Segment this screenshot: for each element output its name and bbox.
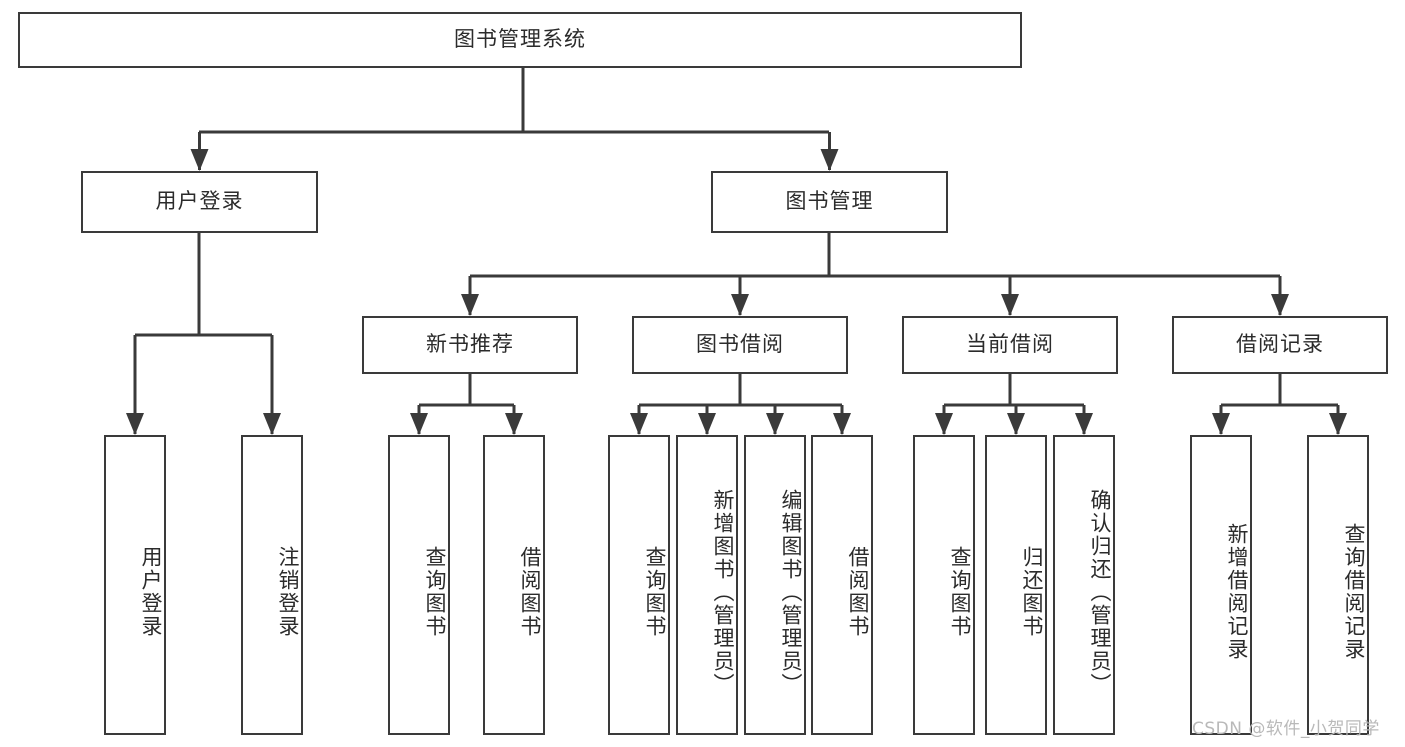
arrowhead-leaf-query-book-1 bbox=[410, 413, 428, 435]
node-root-label: 图书管理系统 bbox=[454, 27, 586, 52]
arrowhead-leaf-return-book bbox=[1007, 413, 1025, 435]
node-borrow-record-label: 借阅记录 bbox=[1236, 332, 1324, 357]
node-current-borrow[interactable]: 当前借阅 bbox=[902, 316, 1118, 374]
arrowhead-current-borrow bbox=[1001, 294, 1019, 316]
node-leaf-add-record-label: 新增借阅记录 bbox=[1225, 523, 1249, 661]
node-leaf-borrow-book-2[interactable]: 借阅图书 bbox=[811, 435, 873, 735]
node-leaf-user-login[interactable]: 用户登录 bbox=[104, 435, 166, 735]
node-leaf-user-logout[interactable]: 注销登录 bbox=[241, 435, 303, 735]
arrowhead-new-book-rec bbox=[461, 294, 479, 316]
arrowhead-leaf-query-book-2 bbox=[630, 413, 648, 435]
arrowhead-leaf-borrow-book-1 bbox=[505, 413, 523, 435]
arrowhead-leaf-query-record bbox=[1329, 413, 1347, 435]
arrowhead-leaf-user-login bbox=[126, 413, 144, 435]
node-book-manage-label: 图书管理 bbox=[785, 189, 874, 214]
node-current-borrow-label: 当前借阅 bbox=[966, 332, 1054, 357]
node-user-login[interactable]: 用户登录 bbox=[81, 171, 318, 233]
node-root[interactable]: 图书管理系统 bbox=[18, 12, 1022, 68]
node-leaf-query-record[interactable]: 查询借阅记录 bbox=[1307, 435, 1369, 735]
arrowhead-leaf-edit-book bbox=[766, 413, 784, 435]
node-leaf-return-book[interactable]: 归还图书 bbox=[985, 435, 1047, 735]
arrowhead-leaf-user-logout bbox=[263, 413, 281, 435]
arrowhead-leaf-borrow-book-2 bbox=[833, 413, 851, 435]
arrowhead-leaf-query-book-3 bbox=[935, 413, 953, 435]
arrowhead-book-borrow bbox=[731, 294, 749, 316]
node-new-book-rec-label: 新书推荐 bbox=[426, 332, 514, 357]
node-leaf-edit-book[interactable]: 编辑图书（管理员） bbox=[744, 435, 806, 735]
node-leaf-confirm-return[interactable]: 确认归还（管理员） bbox=[1053, 435, 1115, 735]
node-leaf-return-book-label: 归还图书 bbox=[1020, 546, 1044, 638]
node-leaf-add-book[interactable]: 新增图书（管理员） bbox=[676, 435, 738, 735]
node-leaf-edit-book-label: 编辑图书（管理员） bbox=[779, 488, 803, 696]
node-book-borrow[interactable]: 图书借阅 bbox=[632, 316, 848, 374]
arrowhead-leaf-confirm-return bbox=[1075, 413, 1093, 435]
node-leaf-query-book-2-label: 查询图书 bbox=[643, 546, 667, 638]
arrowhead-leaf-add-book bbox=[698, 413, 716, 435]
node-leaf-borrow-book-1[interactable]: 借阅图书 bbox=[483, 435, 545, 735]
arrowhead-user-login bbox=[190, 149, 209, 171]
node-leaf-query-book-1-label: 查询图书 bbox=[423, 546, 447, 638]
node-leaf-query-book-1[interactable]: 查询图书 bbox=[388, 435, 450, 735]
watermark: CSDN @软件_小贺同学 bbox=[1192, 719, 1380, 739]
node-new-book-rec[interactable]: 新书推荐 bbox=[362, 316, 578, 374]
arrowhead-leaf-add-record bbox=[1212, 413, 1230, 435]
node-leaf-borrow-book-1-label: 借阅图书 bbox=[518, 546, 542, 638]
node-leaf-user-logout-label: 注销登录 bbox=[276, 546, 300, 638]
node-user-login-label: 用户登录 bbox=[155, 189, 244, 214]
node-leaf-query-book-3-label: 查询图书 bbox=[948, 546, 972, 638]
arrowhead-book-manage bbox=[820, 149, 839, 171]
node-leaf-query-book-3[interactable]: 查询图书 bbox=[913, 435, 975, 735]
node-borrow-record[interactable]: 借阅记录 bbox=[1172, 316, 1388, 374]
node-leaf-query-book-2[interactable]: 查询图书 bbox=[608, 435, 670, 735]
node-leaf-borrow-book-2-label: 借阅图书 bbox=[846, 546, 870, 638]
arrowhead-borrow-record bbox=[1271, 294, 1289, 316]
node-leaf-query-record-label: 查询借阅记录 bbox=[1342, 523, 1366, 661]
node-leaf-add-record[interactable]: 新增借阅记录 bbox=[1190, 435, 1252, 735]
node-leaf-add-book-label: 新增图书（管理员） bbox=[711, 488, 735, 696]
node-leaf-user-login-label: 用户登录 bbox=[139, 546, 163, 638]
node-leaf-confirm-return-label: 确认归还（管理员） bbox=[1088, 488, 1112, 696]
node-book-borrow-label: 图书借阅 bbox=[696, 332, 784, 357]
node-book-manage[interactable]: 图书管理 bbox=[711, 171, 948, 233]
